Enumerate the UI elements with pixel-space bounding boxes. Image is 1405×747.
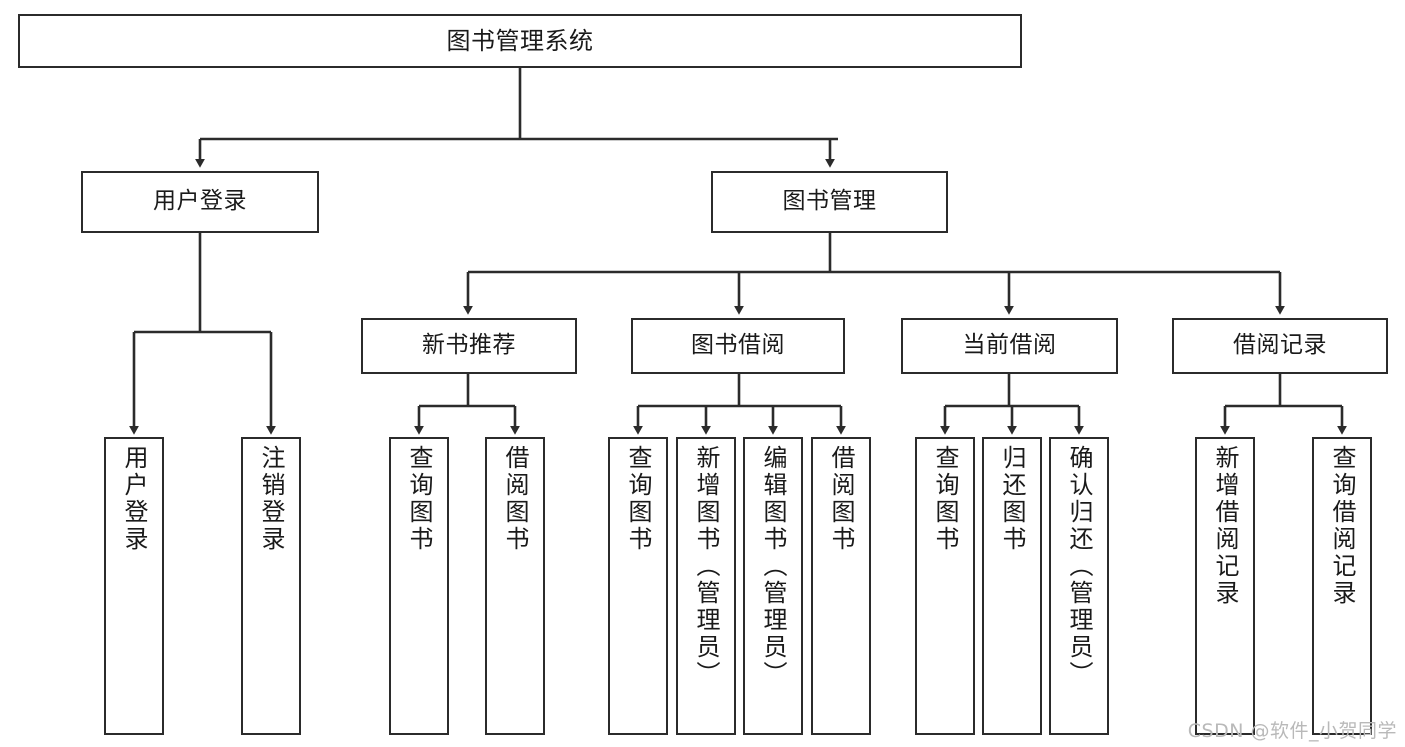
node-new-book-recommend[interactable]: 新书推荐: [361, 318, 577, 374]
node-leaf-borrow-add-book[interactable]: 新增图书（管理员）: [676, 437, 736, 735]
node-new-book-recommend-label: 新书推荐: [422, 332, 516, 359]
node-leaf-current-return-book[interactable]: 归还图书: [982, 437, 1042, 735]
node-leaf-user-logout[interactable]: 注销登录: [241, 437, 301, 735]
node-leaf-borrow-borrow-book[interactable]: 借阅图书: [811, 437, 871, 735]
node-book-borrow[interactable]: 图书借阅: [631, 318, 845, 374]
node-leaf-user-login-label: 用户登录: [120, 445, 148, 553]
node-leaf-borrow-add-book-label: 新增图书（管理员）: [692, 445, 720, 688]
node-leaf-borrow-edit-book[interactable]: 编辑图书（管理员）: [743, 437, 803, 735]
node-leaf-record-add-label: 新增借阅记录: [1211, 445, 1239, 607]
node-leaf-current-confirm-return-label: 确认归还（管理员）: [1065, 445, 1093, 688]
node-leaf-borrow-query-book[interactable]: 查询图书: [608, 437, 668, 735]
node-user-login-label: 用户登录: [153, 188, 247, 215]
node-borrow-record-label: 借阅记录: [1233, 332, 1327, 359]
node-leaf-borrow-edit-book-label: 编辑图书（管理员）: [759, 445, 787, 688]
node-user-login[interactable]: 用户登录: [81, 171, 319, 233]
node-leaf-recommend-query-book[interactable]: 查询图书: [389, 437, 449, 735]
node-root[interactable]: 图书管理系统: [18, 14, 1022, 68]
node-leaf-recommend-borrow-book-label: 借阅图书: [501, 445, 529, 553]
node-leaf-user-login[interactable]: 用户登录: [104, 437, 164, 735]
node-leaf-record-query-label: 查询借阅记录: [1328, 445, 1356, 607]
node-root-label: 图书管理系统: [446, 26, 594, 55]
watermark-text: CSDN @软件_小贺同学: [1187, 720, 1397, 742]
node-leaf-recommend-borrow-book[interactable]: 借阅图书: [485, 437, 545, 735]
node-book-management[interactable]: 图书管理: [711, 171, 948, 233]
node-leaf-record-add[interactable]: 新增借阅记录: [1195, 437, 1255, 735]
node-leaf-user-logout-label: 注销登录: [257, 445, 285, 553]
node-book-borrow-label: 图书借阅: [691, 332, 785, 359]
node-leaf-recommend-query-book-label: 查询图书: [405, 445, 433, 553]
node-current-borrow[interactable]: 当前借阅: [901, 318, 1118, 374]
node-leaf-current-confirm-return[interactable]: 确认归还（管理员）: [1049, 437, 1109, 735]
node-leaf-borrow-borrow-book-label: 借阅图书: [827, 445, 855, 553]
node-leaf-current-query-book-label: 查询图书: [931, 445, 959, 553]
node-leaf-current-query-book[interactable]: 查询图书: [915, 437, 975, 735]
node-leaf-record-query[interactable]: 查询借阅记录: [1312, 437, 1372, 735]
node-leaf-borrow-query-book-label: 查询图书: [624, 445, 652, 553]
node-current-borrow-label: 当前借阅: [962, 332, 1057, 359]
node-borrow-record[interactable]: 借阅记录: [1172, 318, 1388, 374]
node-leaf-current-return-book-label: 归还图书: [998, 445, 1026, 553]
node-book-management-label: 图书管理: [782, 188, 877, 215]
